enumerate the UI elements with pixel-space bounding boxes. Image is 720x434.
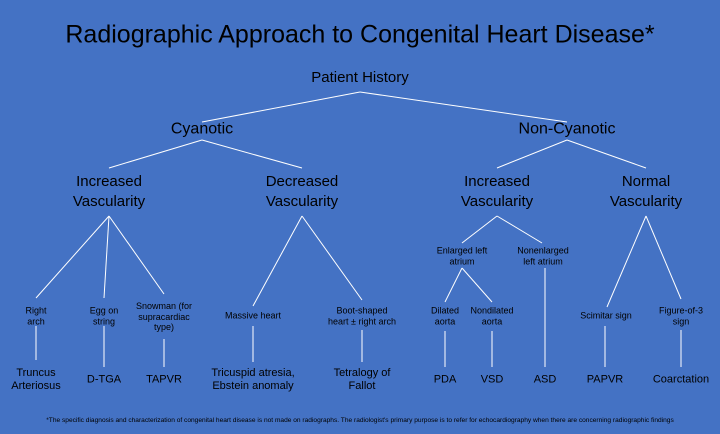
- dx-asd: ASD: [533, 373, 557, 386]
- sign-boot-shaped-heart: Boot-shaped heart ± right arch: [328, 305, 396, 326]
- dx-tetralogy-of-fallot: Tetralogy of Fallot: [333, 367, 391, 392]
- edge-cdv-massive: [252, 215, 303, 307]
- node-non-cyanotic: Non-Cyanotic: [518, 120, 616, 138]
- sign-snowman: Snowman (for supracardiac type): [135, 301, 193, 333]
- sign-right-arch: Right arch: [25, 305, 47, 326]
- edge-noncyanotic-increased: [496, 139, 568, 169]
- edge-nnv-scimitar: [606, 215, 647, 308]
- dx-tapvr: TAPVR: [146, 373, 182, 386]
- sign-scimitar: Scimitar sign: [580, 310, 632, 321]
- edge-cyanotic-decreased: [201, 139, 303, 169]
- sign-figure-of-3: Figure-of-3 sign: [658, 305, 704, 326]
- node-cyanotic-decreased-vascularity: Decreased Vascularity: [265, 172, 339, 210]
- edge-root-noncyanotic: [359, 91, 568, 123]
- edge-civ-egg: [103, 215, 110, 299]
- sign-massive-heart: Massive heart: [224, 310, 282, 321]
- edge-niv-enlarged: [461, 215, 498, 244]
- dx-papvr: PAPVR: [586, 373, 624, 386]
- dx-truncus-arteriosus: Truncus Arteriosus: [11, 367, 61, 392]
- edge-noncyanotic-normal: [566, 139, 647, 169]
- dx-coarctation: Coarctation: [652, 373, 710, 386]
- edge-niv-nonenlarged: [496, 215, 543, 244]
- node-enlarged-left-atrium: Enlarged left atrium: [436, 245, 488, 266]
- edge-enlarged-nondilated: [461, 267, 493, 303]
- node-nonenlarged-left-atrium: Nonenlarged left atrium: [517, 245, 569, 266]
- edge-enlarged-dilated: [444, 267, 463, 303]
- sign-dilated-aorta: Dilated aorta: [430, 305, 460, 326]
- dx-tricuspid-ebstein: Tricuspid atresia, Ebstein anomaly: [211, 367, 295, 392]
- edge-root-cyanotic: [201, 91, 361, 123]
- edge-cyanotic-increased: [108, 139, 203, 169]
- diagram-title: Radiographic Approach to Congenital Hear…: [65, 20, 655, 49]
- sign-nondilated-aorta: Nondilated aorta: [470, 305, 514, 326]
- edge-nnv-fig3: [645, 215, 682, 300]
- dx-d-tga: D-TGA: [86, 373, 122, 386]
- dx-pda: PDA: [433, 373, 457, 386]
- edge-civ-snowman: [108, 215, 165, 295]
- node-patient-history: Patient History: [311, 69, 409, 87]
- edge-cdv-boot: [301, 215, 363, 301]
- edge-civ-rightarch: [35, 215, 110, 299]
- node-noncyanotic-increased-vascularity: Increased Vascularity: [460, 172, 534, 210]
- node-cyanotic: Cyanotic: [170, 120, 234, 138]
- node-cyanotic-increased-vascularity: Increased Vascularity: [72, 172, 146, 210]
- sign-egg-on-string: Egg on string: [89, 305, 119, 326]
- dx-vsd: VSD: [480, 373, 504, 386]
- node-noncyanotic-normal-vascularity: Normal Vascularity: [609, 172, 683, 210]
- footnote: *The specific diagnosis and characteriza…: [46, 417, 674, 425]
